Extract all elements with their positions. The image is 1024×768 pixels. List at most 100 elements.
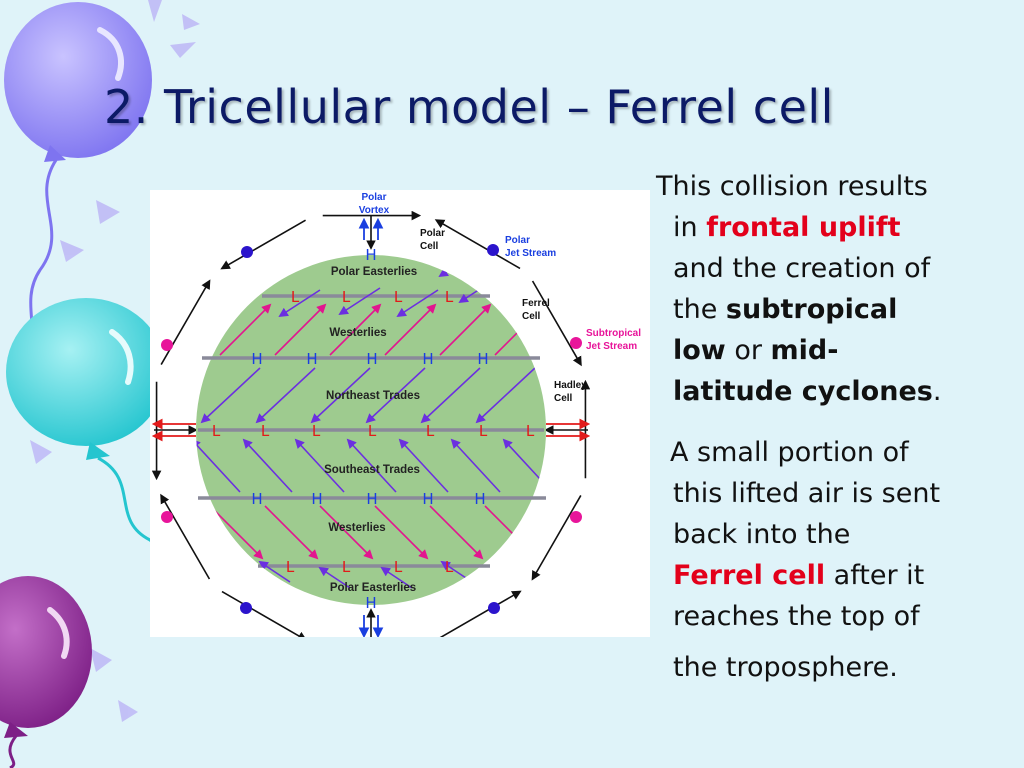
label-westerlies-top: Westerlies [329, 327, 386, 339]
label-polar-easterlies-top: Polar Easterlies [331, 266, 417, 278]
term-low: low [673, 335, 726, 366]
wind-arrow [209, 505, 264, 560]
high-pressure-label: H [422, 350, 433, 368]
label-hadley-cell-2: Cell [554, 393, 573, 404]
paragraph-frontal-uplift: This collision results in frontal uplift… [656, 166, 1018, 412]
line: back into the [673, 519, 851, 550]
high-pressure-label: H [365, 246, 376, 264]
label-polar-easterlies-bottom: Polar Easterlies [330, 582, 416, 594]
line: reaches the top of [673, 601, 920, 632]
term-subtropical: subtropical [725, 294, 898, 325]
wind-arrow [346, 438, 397, 493]
line: A small portion of [670, 437, 909, 468]
low-pressure-label: L [445, 288, 454, 306]
label-polar-cell-1: Polar [420, 228, 445, 239]
wind-arrow [329, 303, 382, 356]
blue-balloon-icon [4, 2, 152, 361]
line: This collision results [656, 171, 928, 202]
low-pressure-label: L [342, 288, 351, 306]
text-run: after it [825, 560, 925, 591]
wind-arrow [219, 303, 272, 356]
label-polar-jet-2: Jet Stream [505, 248, 556, 259]
polar-jet-dot-sw [240, 602, 252, 614]
jet-stream-dots [161, 244, 582, 614]
wind-arrow [319, 505, 374, 560]
low-pressure-label: L [394, 558, 403, 576]
wind-arrow [384, 303, 437, 356]
wind-arrow [450, 438, 501, 493]
polar-jet-dot-se [488, 602, 500, 614]
polar-jet-dot-nw [241, 246, 253, 258]
term-mid: mid- [770, 335, 839, 366]
wind-arrow [475, 367, 536, 424]
label-northeast-trades: Northeast Trades [326, 390, 420, 402]
low-pressure-label: L [212, 422, 221, 440]
low-pressure-label: L [394, 288, 403, 306]
high-pressure-label: H [474, 490, 485, 508]
label-hadley-cell-1: Hadley [554, 380, 587, 391]
wind-arrow [264, 505, 319, 560]
term-latitude-cyclones: latitude cyclones [673, 376, 933, 407]
high-pressure-label: H [477, 350, 488, 368]
explanation-text: This collision results in frontal uplift… [656, 166, 1018, 688]
slide-title: 2. Tricellular model – Ferrel cell [104, 80, 834, 134]
wind-arrow [258, 560, 291, 583]
low-pressure-label: L [526, 422, 535, 440]
low-pressure-label: L [261, 422, 270, 440]
high-pressure-label: H [366, 490, 377, 508]
line: the subtropical [656, 289, 1018, 330]
cell-arrow [220, 219, 306, 270]
cell-arrow [436, 590, 522, 641]
high-pressure-label: H [251, 490, 262, 508]
term-frontal-uplift: frontal uplift [706, 212, 901, 243]
subtropical-jet-dot-e [570, 337, 582, 349]
cell-arrow [221, 590, 308, 641]
label-westerlies-bottom: Westerlies [328, 522, 385, 534]
wind-arrow [338, 287, 381, 316]
line: Ferrel cell after it [670, 555, 1018, 596]
isobar-lines [198, 294, 546, 568]
high-pressure-label: H [365, 594, 376, 612]
label-polar-vortex-1: Polar [361, 192, 386, 203]
cell-arrow [531, 280, 582, 367]
wind-arrow [380, 566, 413, 589]
text-run: in [673, 212, 707, 243]
wind-arrow [438, 255, 481, 278]
polar-jet-dot-ne [487, 244, 499, 256]
teal-balloon-icon [6, 298, 177, 611]
line: this lifted air is sent [673, 478, 941, 509]
wind-arrow [429, 505, 484, 560]
text-run: . [932, 376, 942, 407]
text-run: or [725, 335, 771, 366]
wind-arrow [398, 438, 449, 493]
label-ferrel-cell-2: Cell [522, 311, 541, 322]
low-pressure-label: L [312, 422, 321, 440]
high-pressure-label: H [366, 350, 377, 368]
text-run: the [673, 294, 726, 325]
purple-balloon-icon [0, 576, 92, 768]
low-pressure-label: L [479, 422, 488, 440]
high-pressure-label: H [251, 350, 262, 368]
paragraph-ferrel-return: A small portion of this lifted air is se… [670, 432, 1018, 688]
subtropical-jet-dot-se [570, 511, 582, 523]
line: the troposphere. [673, 652, 898, 683]
line: and the creation of [673, 253, 931, 284]
wind-arrow [420, 367, 481, 424]
cell-arrow [531, 495, 582, 581]
wind-arrow [255, 367, 316, 424]
wind-arrow [310, 367, 371, 424]
wind-arrow [374, 505, 429, 560]
wind-arrow [365, 367, 426, 424]
wind-arrow [196, 438, 241, 493]
high-pressure-label: H [311, 490, 322, 508]
line: in frontal uplift [656, 207, 1018, 248]
subtropical-jet-dot-w [161, 339, 173, 351]
cell-arrow [160, 279, 211, 365]
label-subtropical-jet-2: Jet Stream [586, 341, 637, 352]
line: latitude cyclones. [656, 371, 1018, 412]
term-ferrel-cell: Ferrel cell [673, 560, 826, 591]
wind-arrow [242, 438, 293, 493]
high-pressure-label: H [306, 350, 317, 368]
